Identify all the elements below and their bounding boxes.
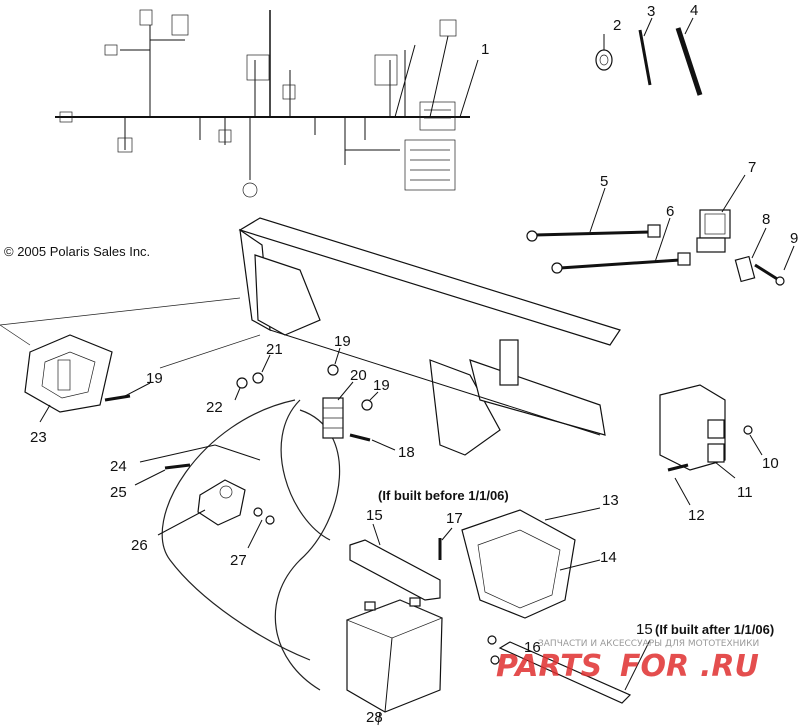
bolt-part-18 <box>349 433 396 451</box>
callout-17: 17 <box>446 510 463 527</box>
bolt-part-19a <box>104 382 151 402</box>
callout-10: 10 <box>762 455 779 472</box>
cable-part-5 <box>526 187 661 242</box>
pad-part-23 <box>0 324 113 423</box>
callout-3: 3 <box>647 3 655 20</box>
rod-part-3 <box>638 17 653 86</box>
callout-26: 26 <box>131 537 148 554</box>
callout-20: 20 <box>350 367 367 384</box>
callout-25: 25 <box>110 484 127 501</box>
callout-5: 5 <box>600 173 608 190</box>
callout-8: 8 <box>762 211 770 228</box>
callout-21: 21 <box>266 341 283 358</box>
callout-4: 4 <box>690 2 698 19</box>
bolt-part-9 <box>754 245 795 286</box>
callout-28: 28 <box>366 709 383 726</box>
watermark-tagline: ЗАПЧАСТИ И АКСЕССУАРЫ ДЛЯ МОТОТЕХНИКИ <box>538 639 759 649</box>
watermark-brand-part2: FOR <box>620 649 689 684</box>
callout-11: 11 <box>737 484 753 501</box>
watermark-brand-part3: .RU <box>700 649 759 684</box>
callout-19b: 19 <box>334 333 351 350</box>
bolt-part-10 <box>743 425 763 456</box>
callout-27: 27 <box>230 552 247 569</box>
callout-19c: 19 <box>373 377 390 394</box>
callout-13: 13 <box>602 492 619 509</box>
battery-cables-part-24 <box>139 399 341 691</box>
wiring-harness <box>55 9 479 198</box>
bolt-part-19b <box>327 347 341 376</box>
callout-15: 15 <box>366 507 383 524</box>
callout-18: 18 <box>398 444 415 461</box>
callout-22: 22 <box>206 399 223 416</box>
bolt-part-12 <box>667 463 691 506</box>
callout-14: 14 <box>600 549 617 566</box>
callout-6: 6 <box>666 203 674 220</box>
solenoid-part-26 <box>157 479 246 536</box>
bolt-part-17 <box>438 527 453 560</box>
relay-part-7 <box>696 174 746 253</box>
callout-9: 9 <box>790 230 798 247</box>
bolt-part-25 <box>134 463 191 486</box>
callout-7: 7 <box>748 159 756 176</box>
frame-crossmember <box>0 217 621 456</box>
callout-19a: 19 <box>146 370 163 387</box>
hold-down-part-15 <box>349 523 441 601</box>
bolt-part-16 <box>487 635 500 665</box>
nut-part-21 <box>252 354 271 384</box>
terminal-block-part-20 <box>322 381 354 439</box>
watermark-brand-part1: PARTS <box>496 649 602 684</box>
battery-box-part-14 <box>461 507 601 619</box>
nut-part-22 <box>234 377 248 401</box>
nut-part-27 <box>247 507 275 549</box>
clip-part-2 <box>595 34 613 71</box>
ecu-part-11 <box>659 384 736 479</box>
callout-15b: 15 <box>636 621 653 638</box>
hold-down-strap-part-15b <box>498 639 651 704</box>
cable-part-6 <box>551 217 691 274</box>
sleeve-part-8 <box>734 227 767 283</box>
rod-part-4 <box>675 17 703 96</box>
note-built-after: (If built after 1/1/06) <box>655 622 774 637</box>
callout-24: 24 <box>110 458 127 475</box>
copyright-text: © 2005 Polaris Sales Inc. <box>4 244 150 259</box>
callout-23: 23 <box>30 429 47 446</box>
callout-2: 2 <box>613 17 621 34</box>
note-built-before: (If built before 1/1/06) <box>378 488 509 503</box>
callout-1: 1 <box>481 41 489 58</box>
callout-12: 12 <box>688 507 705 524</box>
watermark-logo: PARTS FOR .RU <box>496 649 759 684</box>
battery-part-28 <box>346 597 443 726</box>
bolt-part-19c <box>361 391 379 411</box>
callout-16: 16 <box>524 639 541 656</box>
